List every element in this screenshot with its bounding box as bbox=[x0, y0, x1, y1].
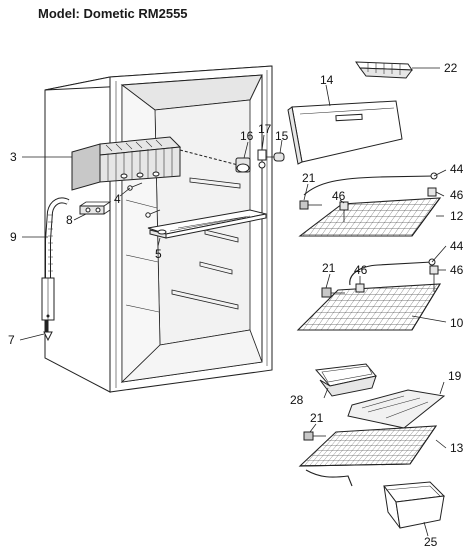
drain-tube bbox=[41, 197, 70, 342]
callout-5: 5 bbox=[155, 247, 162, 261]
callout-28: 28 bbox=[290, 393, 304, 407]
callout-46-lower-right: 46 bbox=[450, 263, 464, 277]
leader-lines bbox=[19, 67, 447, 537]
callout-21-lower: 21 bbox=[322, 261, 336, 275]
callout-46-upper-left: 46 bbox=[332, 189, 346, 203]
callout-labels: 22 14 3 16 17 15 44 21 46 46 4 8 12 9 5 … bbox=[8, 61, 464, 549]
callout-14: 14 bbox=[320, 73, 334, 87]
drain-bracket bbox=[79, 201, 112, 215]
shelf-lower bbox=[296, 258, 442, 331]
freezer-door bbox=[287, 100, 403, 165]
ice-tray bbox=[355, 61, 413, 79]
shelf-upper bbox=[298, 172, 442, 237]
callout-10: 10 bbox=[450, 316, 464, 330]
callout-15: 15 bbox=[275, 129, 289, 143]
crisper-glass-cover bbox=[347, 389, 446, 429]
callout-44-lower: 44 bbox=[450, 239, 464, 253]
callout-8: 8 bbox=[66, 213, 73, 227]
shelf-rails bbox=[171, 177, 241, 310]
callout-4: 4 bbox=[114, 192, 121, 206]
callout-9: 9 bbox=[10, 230, 17, 244]
callout-44-upper: 44 bbox=[450, 162, 464, 176]
drip-tray bbox=[147, 209, 267, 239]
callout-46-upper-right: 46 bbox=[450, 188, 464, 202]
crisper-bin bbox=[383, 481, 446, 529]
callout-13: 13 bbox=[450, 441, 464, 455]
callout-19: 19 bbox=[448, 369, 462, 383]
crisper-shelf bbox=[298, 425, 438, 487]
callout-7: 7 bbox=[8, 333, 15, 347]
diagram-title: Model: Dometic RM2555 bbox=[38, 6, 188, 21]
thermostat-assembly bbox=[179, 149, 285, 173]
callout-25: 25 bbox=[424, 535, 438, 549]
meat-tray bbox=[314, 363, 377, 397]
callout-12: 12 bbox=[450, 209, 464, 223]
evaporator-freezer-unit bbox=[71, 136, 182, 191]
callout-17: 17 bbox=[258, 122, 272, 136]
callout-3: 3 bbox=[10, 150, 17, 164]
callout-46-lower-left: 46 bbox=[354, 263, 368, 277]
callout-21-upper: 21 bbox=[302, 171, 316, 185]
callout-21-bottom: 21 bbox=[310, 411, 324, 425]
callout-16: 16 bbox=[240, 129, 254, 143]
callout-22: 22 bbox=[444, 61, 458, 75]
